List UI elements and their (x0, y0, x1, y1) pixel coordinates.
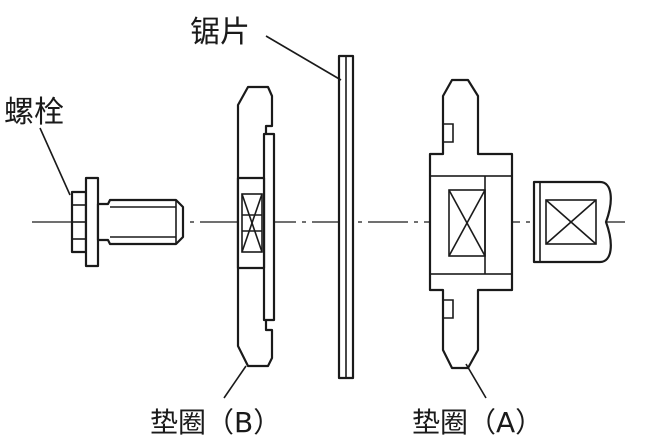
blade-label: 锯片 (190, 15, 250, 50)
blade-leader (265, 35, 342, 81)
motor-shaft (532, 180, 612, 264)
washer-a-leader (465, 363, 487, 399)
washer-b-leader (223, 365, 247, 399)
washer-b-label: 垫圈（B） (150, 406, 281, 439)
shaft-body (532, 180, 612, 264)
washer-b-hub (262, 132, 276, 322)
bolt-shank (96, 198, 185, 246)
washer-b (236, 85, 276, 368)
washer-a-label: 垫圈（A） (412, 406, 543, 439)
bolt-leader (39, 127, 71, 196)
bolt-flange (84, 176, 100, 268)
washer-a (428, 78, 514, 370)
saw-blade (337, 54, 355, 380)
bolt (70, 176, 185, 268)
bolt-label: 螺栓 (4, 95, 64, 130)
washer-a-body (428, 78, 514, 370)
